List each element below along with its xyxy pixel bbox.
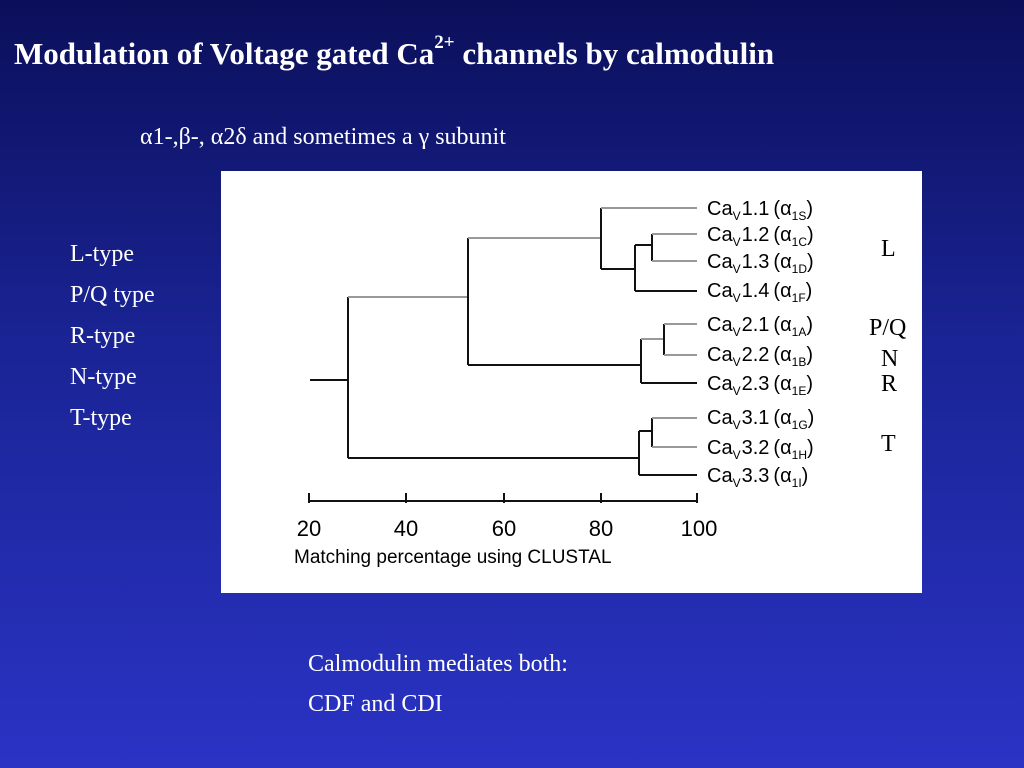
dendrogram-svg: CaV1.1(α1S) CaV1.2(α1C) CaV1.3(α1D) CaV1… [294,198,814,568]
group-label-pq: P/Q [869,315,907,341]
group-label-n: N [881,346,899,372]
channel-type-r: R-type [70,323,136,349]
group-label-t: T [881,431,896,457]
leaf-label-cav3-2: CaV3.2(α1H) [707,437,814,462]
channel-type-pq: P/Q type [70,282,155,308]
tree-branches [310,207,697,476]
calmodulin-note-line2: CDF and CDI [308,691,443,717]
axis-tick-labels: 20 40 60 80 100 [297,516,718,541]
slide-title: Modulation of Voltage gated Ca2+ channel… [14,32,775,72]
group-label-r: R [881,371,898,397]
channel-type-list: L-type P/Q type R-type N-type T-type [70,234,155,439]
channel-type-n: N-type [70,364,137,390]
leaf-label-cav3-1: CaV3.1(α1G) [707,407,814,432]
leaf-label-cav2-1: CaV2.1(α1A) [707,314,813,339]
axis-tick-label-20: 20 [297,516,321,541]
title-main: Modulation of Voltage gated Ca [14,36,435,71]
leaf-label-cav2-3: CaV2.3(α1E) [707,373,813,398]
channel-type-l: L-type [70,241,134,267]
leaf-label-cav1-4: CaV1.4(α1F) [707,280,812,305]
subunit-line: α1-,β-, α2δ and sometimes a γ subunit [140,124,506,150]
group-label-l: L [881,236,896,262]
leaf-label-cav1-3: CaV1.3(α1D) [707,251,814,276]
axis-tick-label-100: 100 [681,516,718,541]
calmodulin-note: Calmodulin mediates both: CDF and CDI [308,644,568,724]
leaf-label-cav1-2: CaV1.2(α1C) [707,224,814,249]
scale-axis [308,493,698,503]
axis-tick-label-60: 60 [492,516,516,541]
title-tail: channels by calmodulin [454,36,775,71]
calmodulin-note-line1: Calmodulin mediates both: [308,651,568,677]
axis-label: Matching percentage using CLUSTAL [294,547,612,568]
leaf-labels: CaV1.1(α1S) CaV1.2(α1C) CaV1.3(α1D) CaV1… [707,198,814,490]
title-superscript: 2+ [434,32,455,53]
leaf-label-cav2-2: CaV2.2(α1B) [707,344,813,369]
leaf-label-cav1-1: CaV1.1(α1S) [707,198,813,223]
dendrogram-figure: CaV1.1(α1S) CaV1.2(α1C) CaV1.3(α1D) CaV1… [221,171,922,593]
axis-tick-label-80: 80 [589,516,613,541]
leaf-label-cav3-3: CaV3.3(α1I) [707,465,808,490]
channel-type-t: T-type [70,405,132,431]
axis-tick-label-40: 40 [394,516,418,541]
